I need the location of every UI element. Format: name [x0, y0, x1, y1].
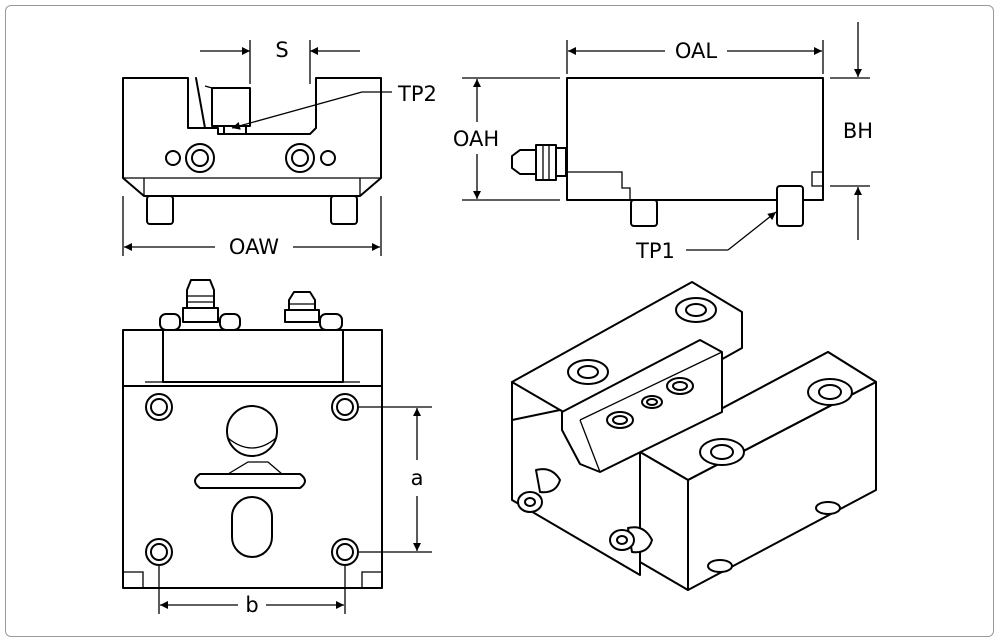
- label-tp2: TP2: [397, 82, 437, 106]
- label-b: b: [245, 593, 258, 617]
- front-view: [122, 77, 382, 256]
- isometric-view: [511, 281, 877, 591]
- label-tp1: TP1: [635, 239, 675, 263]
- label-s: S: [275, 38, 288, 62]
- dim-b: [158, 566, 346, 614]
- dim-s: [200, 40, 360, 84]
- label-bh: BH: [843, 119, 873, 143]
- leader-tp2: [231, 91, 392, 130]
- dim-a: [358, 406, 432, 553]
- diagram-frame: [5, 5, 994, 637]
- leader-tp1: [686, 211, 777, 251]
- label-oaw: OAW: [229, 235, 279, 259]
- label-oah: OAH: [453, 127, 499, 151]
- label-oal: OAL: [675, 39, 718, 63]
- top-view: [122, 279, 383, 589]
- side-view: [462, 40, 870, 227]
- label-a: a: [411, 466, 424, 490]
